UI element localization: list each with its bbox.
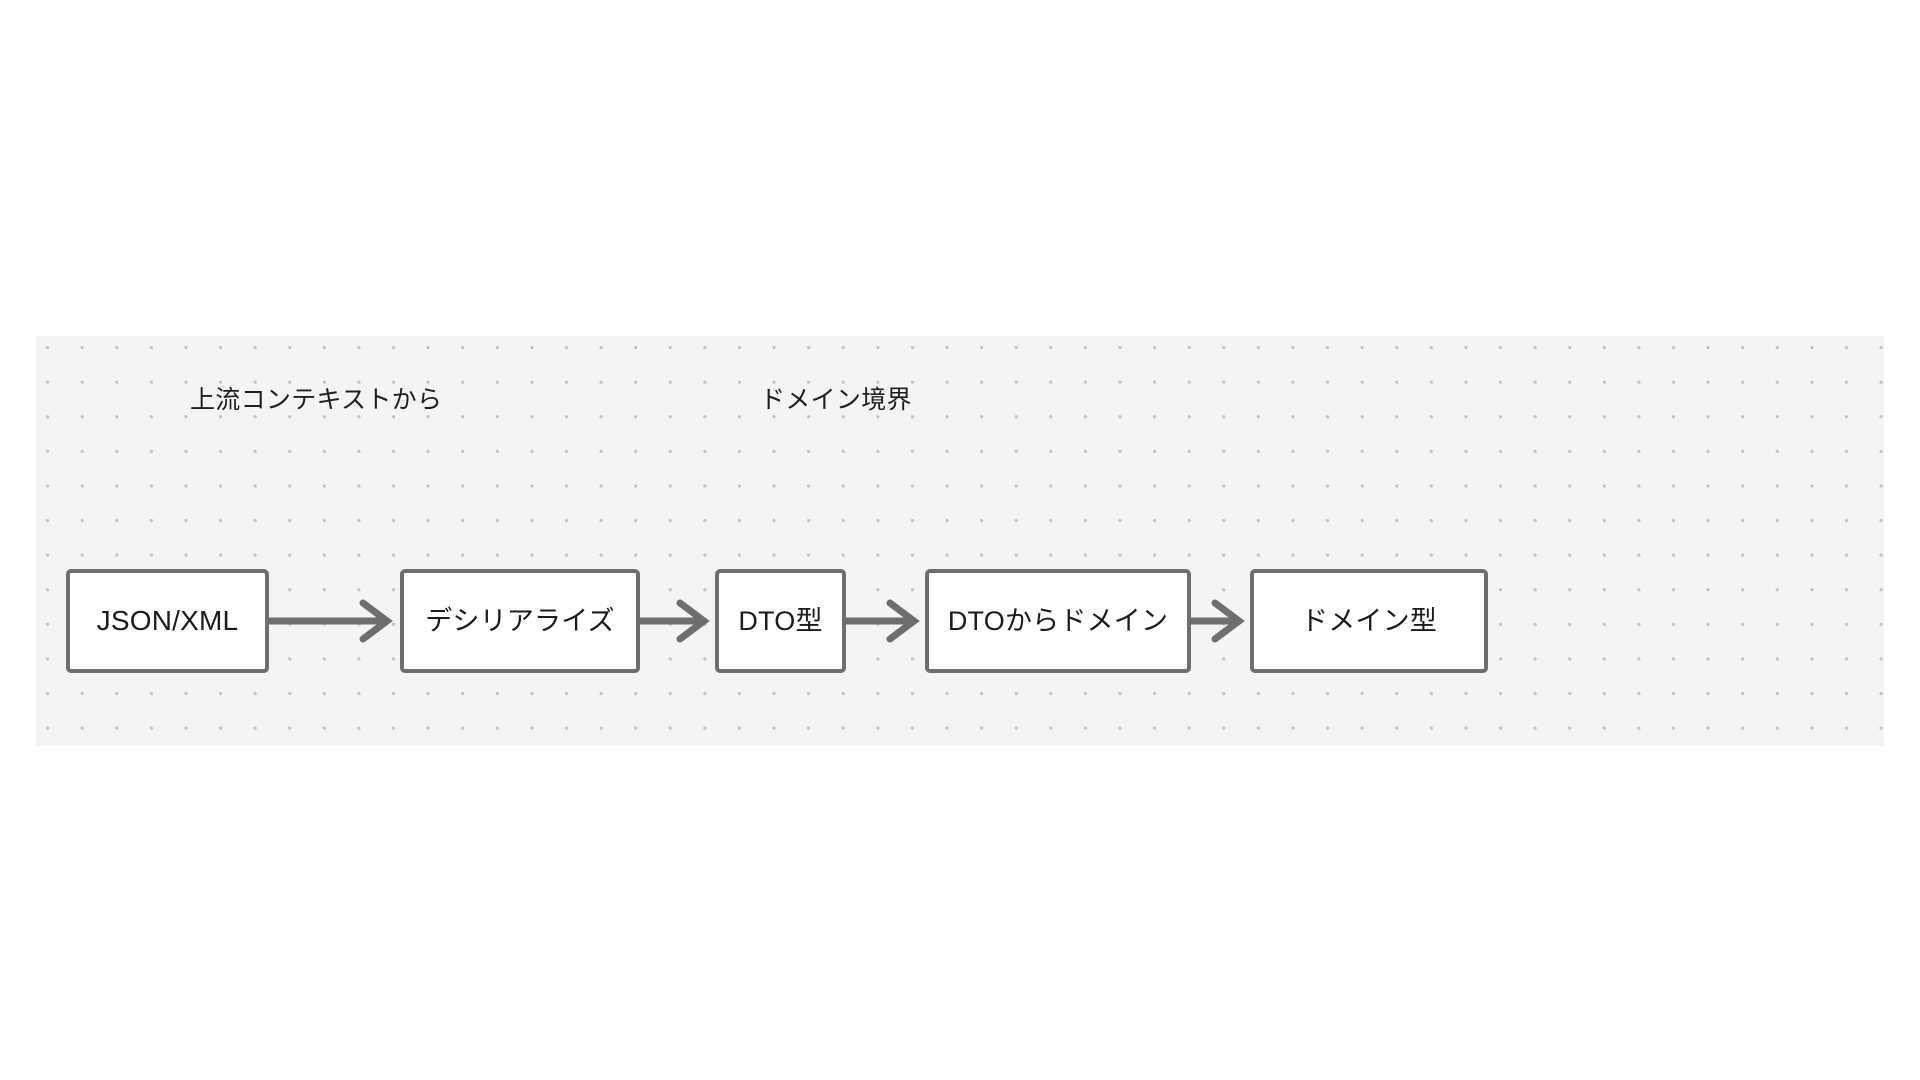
diagram-canvas: [36, 336, 1884, 746]
node-label: DTOからドメイン: [947, 606, 1169, 636]
edge-arrow-json-xml-to-deserialize: [269, 597, 400, 645]
node-domain-type[interactable]: ドメイン型: [1250, 569, 1488, 673]
node-dto-to-domain[interactable]: DTOからドメイン: [925, 569, 1191, 673]
arrow-right-icon: [1191, 599, 1245, 643]
arrow-right-icon: [269, 599, 393, 643]
edge-arrow-dto-to-domain-to-domain-type: [1191, 597, 1250, 645]
arrow-right-icon: [640, 599, 710, 643]
node-label: JSON/XML: [96, 605, 239, 636]
node-deserialize[interactable]: デシリアライズ: [400, 569, 640, 673]
group-label-domain-boundary: ドメイン境界: [760, 386, 912, 414]
group-label-upstream: 上流コンテキストから: [190, 386, 443, 414]
node-json-xml[interactable]: JSON/XML: [66, 569, 269, 673]
node-dto-type[interactable]: DTO型: [715, 569, 846, 673]
edge-arrow-deserialize-to-dto-type: [640, 597, 715, 645]
node-label: DTO型: [738, 606, 823, 636]
node-label: ドメイン型: [1301, 606, 1437, 636]
edge-arrow-dto-type-to-dto-to-domain: [846, 597, 925, 645]
node-label: デシリアライズ: [425, 606, 615, 636]
arrow-right-icon: [846, 599, 920, 643]
